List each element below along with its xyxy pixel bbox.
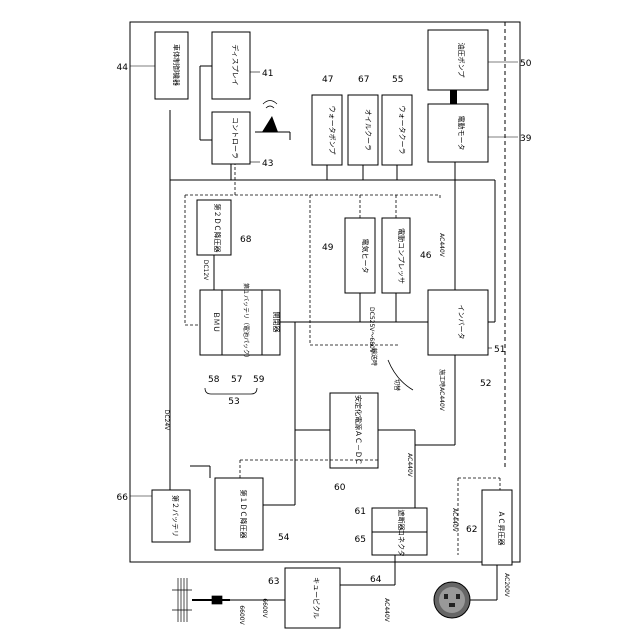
ref-59: 59 — [253, 375, 265, 385]
ref-52: 52 — [480, 379, 491, 389]
ref-66: 66 — [117, 493, 129, 503]
electric-heater-label: 電気ヒータ — [361, 239, 370, 274]
dc12v-label: DC12V — [202, 260, 209, 281]
controller-label: コントローラ — [231, 117, 239, 159]
bmu-label: ＢＭＵ — [212, 312, 220, 333]
dc-bus-label: DC525V～680V — [368, 307, 375, 354]
ac440v-inverter-label: AC440V — [438, 233, 445, 258]
display-box: ディスプレイ — [212, 32, 250, 99]
ref-51: 51 — [494, 345, 505, 355]
transport-mode-label: 輸送時 — [370, 348, 378, 366]
electric-motor-label: 電動モータ — [457, 116, 466, 151]
vehicle-controller-label: 車体制御機器 — [172, 44, 181, 86]
display-label: ディスプレイ — [231, 44, 240, 86]
ref-68: 68 — [240, 235, 252, 245]
v6600-right-label: 6600V — [261, 598, 268, 618]
electric-compressor-label: 電動コンプレッサ — [397, 228, 406, 284]
dc24v-label: DC24V — [163, 410, 170, 431]
ref-62: 62 — [466, 525, 477, 535]
ref-41: 41 — [262, 69, 273, 79]
ac440v-cubicle-label: AC440V — [383, 598, 390, 623]
hydraulic-pump-box: 油圧ポンプ — [428, 30, 488, 90]
power-outlet-icon — [434, 582, 470, 618]
electric-motor-box: 電動モータ — [428, 104, 488, 162]
dcdc1-label: 第１ＤＣ降圧器 — [239, 490, 248, 539]
switching-label: 切替 — [393, 379, 401, 391]
dcdc2-box: 第２ＤＣ降圧器 — [197, 200, 231, 255]
ref-46: 46 — [420, 251, 432, 261]
breaker-label: 遮断器 — [397, 510, 406, 531]
ref-60: 60 — [334, 483, 346, 493]
battery1-label: 第１バッテリ（電池パック） — [242, 283, 250, 361]
ref-63: 63 — [268, 577, 279, 587]
ref-50: 50 — [520, 59, 532, 69]
inverter-box: インバータ — [428, 290, 488, 355]
drive-shaft — [450, 90, 457, 104]
ac-booster-label: ＡＣ昇圧器 — [497, 511, 505, 546]
oil-cooler-box: オイルクーラ — [348, 95, 378, 165]
water-cooler-box: ウォータクーラ — [382, 95, 412, 165]
ref-67: 67 — [358, 75, 369, 85]
ac200v-label: AC200V — [503, 573, 510, 598]
vehicle-controller-box: 車体制御機器 — [155, 32, 188, 99]
ref-39: 39 — [520, 134, 532, 144]
power-line-icon — [172, 578, 230, 622]
water-cooler-label: ウォータクーラ — [398, 106, 407, 155]
cubicle-box: キュービクル — [285, 568, 340, 628]
ref-54: 54 — [278, 533, 290, 543]
ref-49: 49 — [322, 243, 334, 253]
ac440v-stab-label: AC440V — [406, 453, 413, 478]
ref-44: 44 — [117, 63, 129, 73]
ref-61: 61 — [355, 507, 366, 517]
antenna-icon — [255, 101, 290, 141]
hydraulic-pump-label: 油圧ポンプ — [457, 43, 466, 78]
battery2-box: 第２バッテリ — [152, 490, 190, 542]
stabilized-power-box: 安定化電源ＡＣ－ＤＣ — [330, 393, 378, 468]
controller-box: コントローラ — [212, 112, 250, 164]
dcdc2-label: 第２ＤＣ降圧器 — [213, 204, 222, 253]
battery-group-bracket — [205, 388, 257, 394]
water-pump-label: ウォータポンプ — [328, 106, 337, 155]
connector-label: コネクタ — [397, 529, 406, 557]
ref-47: 47 — [322, 75, 333, 85]
breaker-connector-box: 遮断器 コネクタ — [372, 508, 427, 557]
ac-booster-box: ＡＣ昇圧器 — [482, 490, 512, 565]
ac440v-construction-label: 施工時AC440V — [438, 369, 446, 412]
ref-43: 43 — [262, 159, 273, 169]
ref-58: 58 — [208, 375, 220, 385]
dcdc1-box: 第１ＤＣ降圧器 — [215, 478, 263, 550]
electric-compressor-box: 電動コンプレッサ — [382, 218, 410, 293]
ref-64: 64 — [370, 575, 382, 585]
electric-heater-box: 電気ヒータ — [345, 218, 375, 293]
switch-label: 開閉器 — [272, 312, 280, 333]
oil-cooler-label: オイルクーラ — [364, 109, 372, 151]
water-pump-box: ウォータポンプ — [312, 95, 342, 165]
inverter-label: インバータ — [457, 305, 466, 340]
ref-57: 57 — [231, 375, 242, 385]
ref-65: 65 — [355, 535, 366, 545]
battery2-label: 第２バッテリ — [171, 495, 180, 537]
stabilized-power-label: 安定化電源ＡＣ－ＤＣ — [354, 395, 363, 465]
ref-55: 55 — [392, 75, 403, 85]
battery-pack-box: ＢＭＵ 第１バッテリ（電池パック） 開閉器 — [200, 283, 280, 361]
cubicle-label: キュービクル — [312, 577, 321, 619]
ac440v-connector-label: AC440V — [451, 508, 458, 533]
ref-53: 53 — [228, 397, 239, 407]
v6600-left-label: 6600V — [238, 605, 245, 625]
